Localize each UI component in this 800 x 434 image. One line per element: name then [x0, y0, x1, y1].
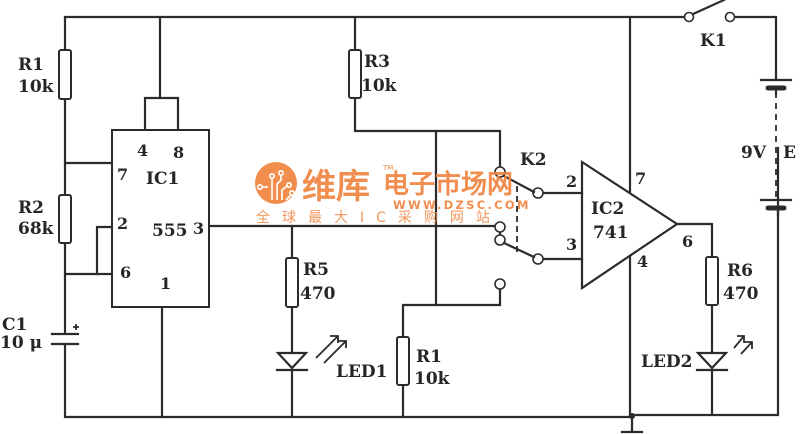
r1-ref-label: R1 [18, 55, 44, 75]
ic2-part-number: 741 [593, 223, 629, 243]
ic2-pin-7-label: 7 [635, 169, 646, 188]
watermark-url: WWW.DZSC.COM [393, 198, 531, 212]
watermark-brand: 维库 [302, 167, 370, 207]
r5-value-label: 470 [300, 284, 336, 304]
wire-r1-lower-node [401, 285, 502, 339]
switch-k2[interactable]: K2 [494, 150, 547, 290]
ic2-pin-3-label: 3 [566, 235, 577, 254]
ic1-pin-1-label: 1 [160, 274, 171, 293]
ic1-pin-6-label: 6 [120, 263, 131, 282]
ic2-pin-4-label: 4 [637, 252, 648, 271]
wire-r3-bottom [353, 96, 502, 174]
c1-value-label: 10 μ [0, 333, 42, 353]
r1-value-label: 10k [18, 77, 55, 97]
resistor-r5: R5 470 [285, 257, 336, 308]
ground-symbol [620, 413, 644, 434]
resistor-r3: R3 10k [348, 49, 398, 99]
ic1-ref: IC1 [146, 169, 179, 189]
battery-e: 9V E [741, 78, 796, 218]
resistor-r1-lower: R1 10k [396, 336, 451, 389]
r3-ref-label: R3 [364, 52, 390, 72]
ic2-741-opamp: 2 3 7 4 6 IC2 741 [566, 159, 693, 291]
r6-value-label: 470 [723, 284, 759, 304]
ic1-part-number: 555 [152, 221, 188, 241]
bottom-rail-right [628, 146, 780, 417]
led1-label: LED1 [336, 362, 387, 382]
k1-label: K1 [700, 31, 727, 51]
watermark-tagline: 电子市场网 [383, 169, 513, 200]
ic1-pin-7-label: 7 [117, 165, 128, 184]
led2: LED2 [641, 335, 753, 372]
c1-ref-label: C1 [2, 315, 27, 335]
ic2-pin-6-label: 6 [682, 232, 693, 251]
resistor-r1-timing: R1 10k [18, 49, 72, 100]
battery-ref-label: E [783, 143, 796, 163]
ic1-pin-3-label: 3 [193, 219, 204, 238]
r1-lower-value-label: 10k [414, 369, 451, 389]
watermark-logo-icon [255, 162, 297, 204]
ic1-pin-8-label: 8 [173, 143, 184, 162]
ic1-pin-2-label: 2 [117, 214, 128, 233]
capacitor-c1: C1 10 μ [0, 315, 80, 353]
ic2-ref: IC2 [591, 199, 624, 219]
r6-ref-label: R6 [727, 261, 753, 281]
r1-lower-ref-label: R1 [416, 347, 442, 367]
wires [63, 15, 780, 419]
ic1-pin-4-label: 4 [137, 141, 148, 160]
watermark-trademark: TM [382, 164, 393, 172]
switch-k1[interactable]: K1 [683, 0, 736, 51]
wire-pin2-loop [95, 225, 114, 276]
watermark: 维库 TM 电子市场网 WWW.DZSC.COM 全球最大IC采购网站 [255, 162, 531, 226]
resistor-r2: R2 68k [18, 194, 72, 244]
r3-value-label: 10k [361, 76, 398, 96]
r5-ref-label: R5 [303, 260, 329, 280]
r2-value-label: 68k [18, 219, 55, 239]
ic2-pin-2-label: 2 [566, 172, 577, 191]
k2-label: K2 [520, 150, 547, 170]
wire-pin4-pin8 [143, 96, 180, 132]
wire-pin6-out [675, 222, 714, 259]
battery-voltage-label: 9V [741, 143, 767, 163]
r2-ref-label: R2 [18, 198, 44, 218]
watermark-slogan: 全球最大IC采购网站 [256, 209, 502, 226]
wire-c1-bottom [63, 343, 634, 419]
ic1-555-timer: 4 8 7 IC1 2 555 3 6 1 [111, 129, 210, 308]
top-rail-right [731, 15, 778, 82]
led1: LED1 [275, 335, 387, 382]
led2-label: LED2 [641, 352, 692, 372]
resistor-r6: R6 470 [705, 256, 759, 306]
